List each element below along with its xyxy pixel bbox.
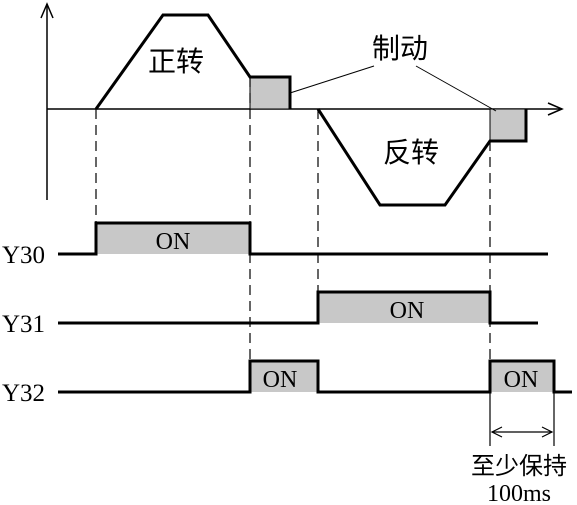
reverse-label: 反转 — [383, 136, 439, 169]
hold-arrow-right — [541, 426, 554, 438]
y32-on-label-2: ON — [504, 367, 539, 393]
brake-block-2 — [489, 108, 527, 142]
y30-pulse-fill — [96, 223, 250, 254]
speed-profile-forward — [94, 13, 292, 110]
signal-y31: Y31 ON — [2, 290, 538, 338]
hold-text-line1: 至少保持 — [471, 452, 567, 480]
hold-text-line2: 100ms — [487, 481, 551, 505]
signal-y30: Y30 ON — [2, 221, 548, 269]
y31-pulse-fill — [318, 292, 490, 323]
forward-label: 正转 — [148, 45, 204, 78]
y30-on-label: ON — [156, 229, 191, 255]
signal-y32: Y32 ON ON — [2, 359, 572, 407]
brake-block-1 — [249, 76, 291, 110]
y31-on-label: ON — [390, 298, 425, 324]
speed-time-arrow — [547, 102, 564, 116]
y31-signal-name: Y31 — [2, 311, 45, 338]
speed-axes — [40, 2, 564, 200]
brake-callout-line-2 — [415, 65, 497, 112]
hold-time-dimension — [489, 392, 555, 446]
y30-waveform — [58, 221, 548, 256]
brake-callout-line-1 — [289, 65, 375, 94]
y32-pulse-fill-1 — [250, 361, 318, 392]
y32-pulse-fill-2 — [490, 361, 554, 392]
speed-y-arrow — [40, 2, 54, 19]
y31-waveform — [58, 290, 538, 325]
brake-label: 制动 — [372, 32, 428, 65]
hold-arrow-left — [490, 426, 503, 438]
speed-profile-reverse — [316, 108, 528, 207]
y30-signal-name: Y30 — [2, 242, 45, 269]
y32-on-label-1: ON — [263, 367, 298, 393]
y32-signal-name: Y32 — [2, 380, 45, 407]
y32-waveform — [58, 359, 572, 394]
